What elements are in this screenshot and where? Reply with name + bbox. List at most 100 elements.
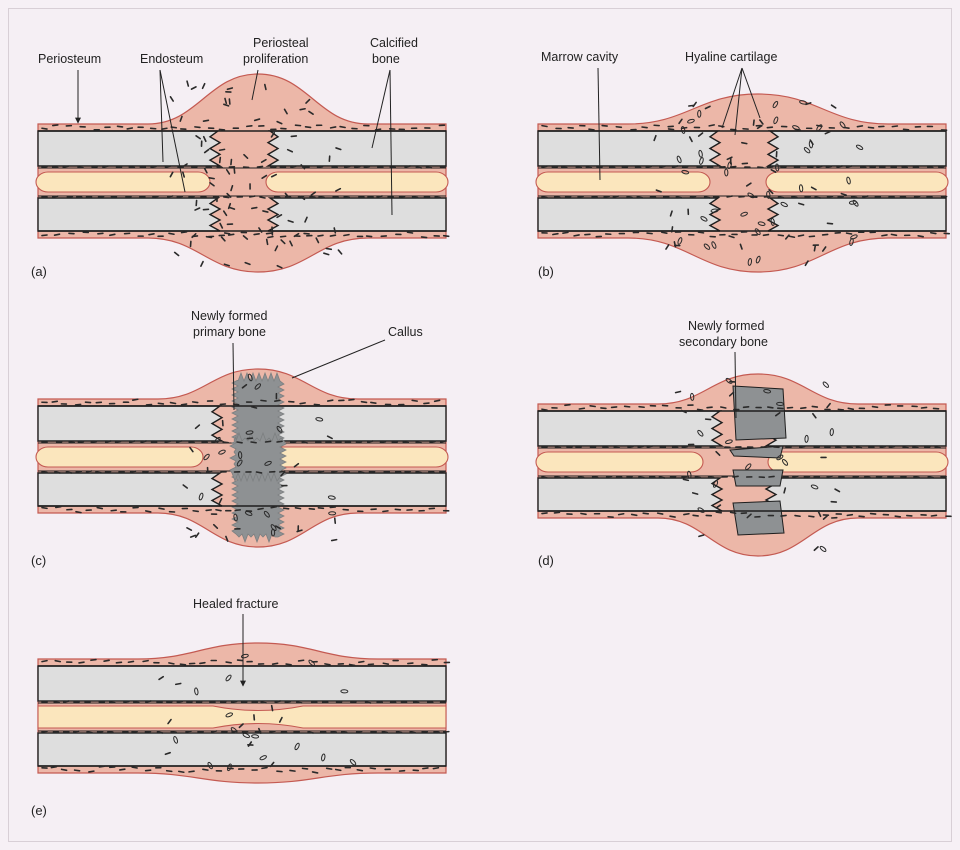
- cell-mark: [177, 196, 182, 197]
- cell-mark: [187, 528, 191, 530]
- cell-mark: [423, 768, 428, 769]
- cell-mark: [330, 235, 335, 236]
- cell-mark: [151, 166, 156, 167]
- cell-mark: [410, 732, 415, 733]
- cell-mark: [683, 479, 688, 480]
- cell-mark: [408, 663, 413, 664]
- cell-mark: [377, 196, 382, 197]
- cell-mark: [753, 120, 754, 125]
- cell-mark: [51, 767, 56, 768]
- cell-mark: [555, 477, 560, 478]
- cell-mark: [261, 400, 266, 401]
- cell-mark: [619, 514, 624, 515]
- cell-mark: [647, 446, 652, 447]
- cell-mark: [304, 233, 309, 234]
- cell-mark: [143, 661, 148, 662]
- cell-mark: [182, 232, 187, 233]
- cell-mark: [272, 706, 273, 711]
- cell-mark: [231, 160, 232, 165]
- cell-mark: [124, 701, 129, 702]
- cell-mark: [914, 477, 919, 478]
- cell-mark: [869, 127, 874, 128]
- cell-mark: [89, 771, 94, 772]
- cell-mark: [281, 236, 286, 237]
- primary-bone-label-line2: primary bone: [193, 325, 266, 339]
- cell-mark: [134, 702, 139, 703]
- cell-mark: [332, 540, 337, 541]
- cell-mark: [204, 120, 209, 121]
- marrow-cavity-right: [266, 172, 448, 192]
- cell-mark: [658, 513, 663, 514]
- cortical-bone-left: [538, 411, 722, 446]
- cell-mark: [111, 510, 116, 511]
- cell-mark: [118, 126, 123, 127]
- chondrocyte: [819, 545, 826, 552]
- cell-mark: [53, 125, 58, 126]
- cell-mark: [768, 166, 773, 167]
- cell-mark: [340, 127, 345, 128]
- calcified-label-line1: Calcified: [370, 36, 418, 50]
- cell-mark: [554, 512, 559, 513]
- callus-pointer: [292, 340, 385, 378]
- cell-mark: [55, 234, 60, 235]
- cell-mark: [133, 399, 138, 400]
- cell-mark: [327, 768, 332, 769]
- cell-mark: [689, 105, 694, 106]
- cell-mark: [627, 197, 632, 198]
- cell-mark: [814, 547, 818, 550]
- cell-mark: [800, 446, 805, 447]
- cell-mark: [769, 476, 774, 477]
- cell-mark: [187, 81, 188, 86]
- cell-mark: [342, 732, 347, 733]
- cell-mark: [795, 516, 800, 517]
- cell-mark: [338, 250, 341, 254]
- cell-mark: [284, 508, 289, 509]
- cell-mark: [817, 166, 822, 167]
- cell-mark: [709, 477, 714, 478]
- cell-mark: [243, 731, 248, 732]
- cell-mark: [127, 128, 132, 129]
- cell-mark: [357, 770, 362, 771]
- cell-mark: [370, 768, 375, 769]
- cell-mark: [104, 660, 109, 661]
- cell-mark: [130, 441, 135, 442]
- cell-mark: [931, 233, 936, 234]
- cell-mark: [416, 472, 421, 473]
- cell-mark: [857, 126, 862, 127]
- secondary-bone-label-line1: Newly formed: [688, 319, 764, 333]
- cell-mark: [779, 197, 784, 198]
- cell-mark: [169, 233, 174, 234]
- cell-mark: [542, 166, 547, 167]
- cell-mark: [826, 166, 831, 167]
- cell-mark: [397, 732, 402, 733]
- secondary-bone-patch: [733, 386, 786, 440]
- cell-mark: [682, 476, 687, 477]
- marrow-cavity-right: [266, 447, 448, 467]
- marrow-cavity-right: [768, 452, 948, 472]
- cell-mark: [433, 768, 438, 769]
- cell-mark: [639, 407, 644, 408]
- cell-mark: [355, 166, 360, 167]
- cell-mark: [219, 129, 224, 130]
- cell-mark: [195, 127, 200, 128]
- cortical-bone: [38, 666, 446, 701]
- cell-mark: [106, 441, 111, 442]
- panel-c-label: (c): [31, 553, 46, 568]
- cell-mark: [542, 126, 547, 127]
- cell-mark: [165, 441, 170, 442]
- cell-mark: [359, 472, 364, 473]
- secondary-bone-patch: [733, 470, 783, 486]
- cell-mark: [96, 472, 101, 473]
- cortical-bone-left: [538, 478, 722, 511]
- cell-mark: [53, 196, 58, 197]
- cell-mark: [695, 477, 700, 478]
- cell-mark: [646, 166, 651, 167]
- cell-mark: [698, 409, 703, 410]
- cell-mark: [303, 768, 308, 769]
- panel-b-label: (b): [538, 264, 554, 279]
- cell-mark: [586, 167, 591, 168]
- cell-mark: [146, 511, 151, 512]
- cell-mark: [141, 441, 146, 442]
- callus-label: Callus: [388, 325, 423, 339]
- cell-mark: [565, 405, 570, 406]
